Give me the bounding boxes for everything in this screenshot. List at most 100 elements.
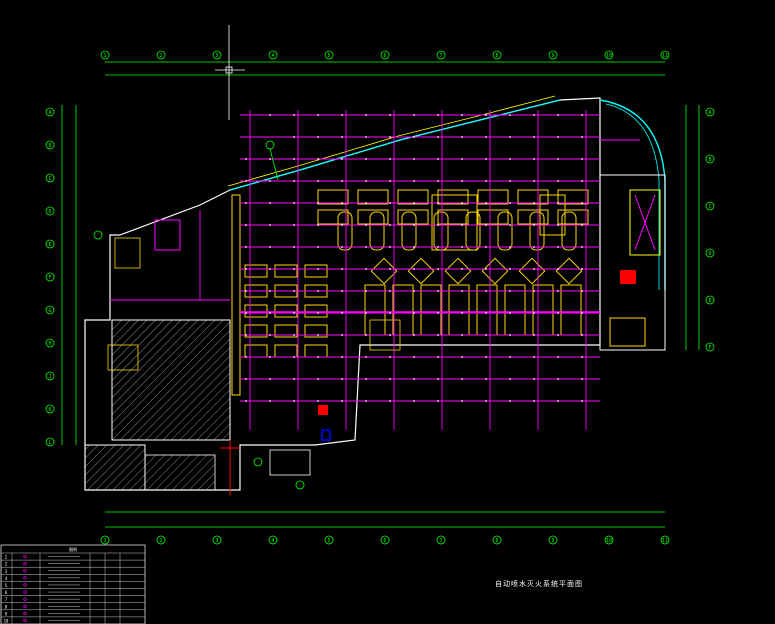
sprinkler-head [437,114,439,116]
sprinkler-head [365,356,367,358]
sprinkler-head [485,202,487,204]
sprinkler-head [365,246,367,248]
shelf-unit [304,304,328,318]
legend-row-number: 4 [5,576,8,581]
sprinkler-head [389,158,391,160]
sprinkler-head [245,378,247,380]
display-island [497,211,513,251]
sprinkler-pipes [110,110,640,430]
sprinkler-head [269,180,271,182]
top-dimension-lines [105,61,665,76]
legend-symbol [23,590,27,594]
sprinkler-head [245,290,247,292]
legend-row-number: 5 [5,583,8,588]
sprinkler-head [557,246,559,248]
sprinkler-head [365,400,367,402]
left-axis-bubble [45,404,55,414]
right-axis-bubble [705,201,715,211]
sprinkler-head [413,246,415,248]
shelf-unit [244,344,268,358]
display-island [369,211,385,251]
checkout-area [431,194,478,251]
sprinkler-head [509,312,511,314]
shelf-row [420,284,442,336]
sprinkler-head [365,114,367,116]
sprinkler-head [269,312,271,314]
sprinkler-head [389,378,391,380]
sprinkler-head [413,202,415,204]
sprinkler-head [269,224,271,226]
sprinkler-head [533,334,535,336]
left-axis-bubble [45,239,55,249]
sprinkler-head [557,312,559,314]
sprinkler-head [485,158,487,160]
sprinkler-head [461,224,463,226]
legend-symbol [23,604,27,608]
sprinkler-head [365,180,367,182]
legend-header: 图例 [69,546,77,552]
sprinkler-head [245,312,247,314]
alarm-devices [220,405,331,495]
sprinkler-head [365,224,367,226]
sprinkler-head [461,378,463,380]
sprinkler-head [461,290,463,292]
display-diamond [407,257,435,285]
sprinkler-head [533,400,535,402]
sprinkler-head [461,158,463,160]
sprinkler-head [581,202,583,204]
bottom-axis-bubble [660,535,670,545]
shelf-unit [437,189,469,205]
display-island [337,211,353,251]
sprinkler-head [245,202,247,204]
sprinkler-head [365,158,367,160]
sprinkler-head [533,202,535,204]
shelf-unit [557,189,589,205]
legend-row-number: 2 [5,562,8,567]
right-axis-bubble [705,154,715,164]
sprinkler-head [437,378,439,380]
sprinkler-head [437,312,439,314]
sprinkler-head [365,202,367,204]
sprinkler-head [341,334,343,336]
shelf-unit [274,264,298,278]
sprinkler-head [317,180,319,182]
top-axis-label: 7 [439,53,442,59]
sprinkler-head [533,312,535,314]
bottom-axis-label: 2 [159,538,162,544]
sprinkler-head [461,268,463,270]
sprinkler-head [461,202,463,204]
sprinkler-head [269,356,271,358]
sprinkler-head [461,334,463,336]
sprinkler-head [509,378,511,380]
bottom-axis-label: 7 [439,538,442,544]
sprinkler-head [485,356,487,358]
shelf-row [448,284,470,336]
cursor-crosshair [215,25,245,120]
shelf-unit [304,324,328,338]
sprinkler-head [485,378,487,380]
bottom-axis-label: 5 [327,538,330,544]
shelf-row [392,284,414,336]
sprinkler-head [317,224,319,226]
bottom-axis-label: 1 [103,538,106,544]
sprinkler-head [461,136,463,138]
legend-symbol [23,597,27,601]
checkout-area [539,194,566,236]
sprinkler-head [509,400,511,402]
legend-row-number: 3 [5,569,8,574]
sprinkler-head [365,378,367,380]
right-axis-label: F [708,345,711,351]
sprinkler-head [389,268,391,270]
left-axis-bubble [45,437,55,447]
sprinkler-head [317,202,319,204]
sprinkler-head [341,400,343,402]
sprinkler-head [293,312,295,314]
left-axis-bubble [45,206,55,216]
right-axis-label: D [708,251,711,257]
left-axis-label: F [48,275,51,281]
bottom-axis-bubble [380,535,390,545]
sprinkler-heads [245,114,583,402]
top-axis-bubble [548,50,558,60]
top-axis-bubble [324,50,334,60]
